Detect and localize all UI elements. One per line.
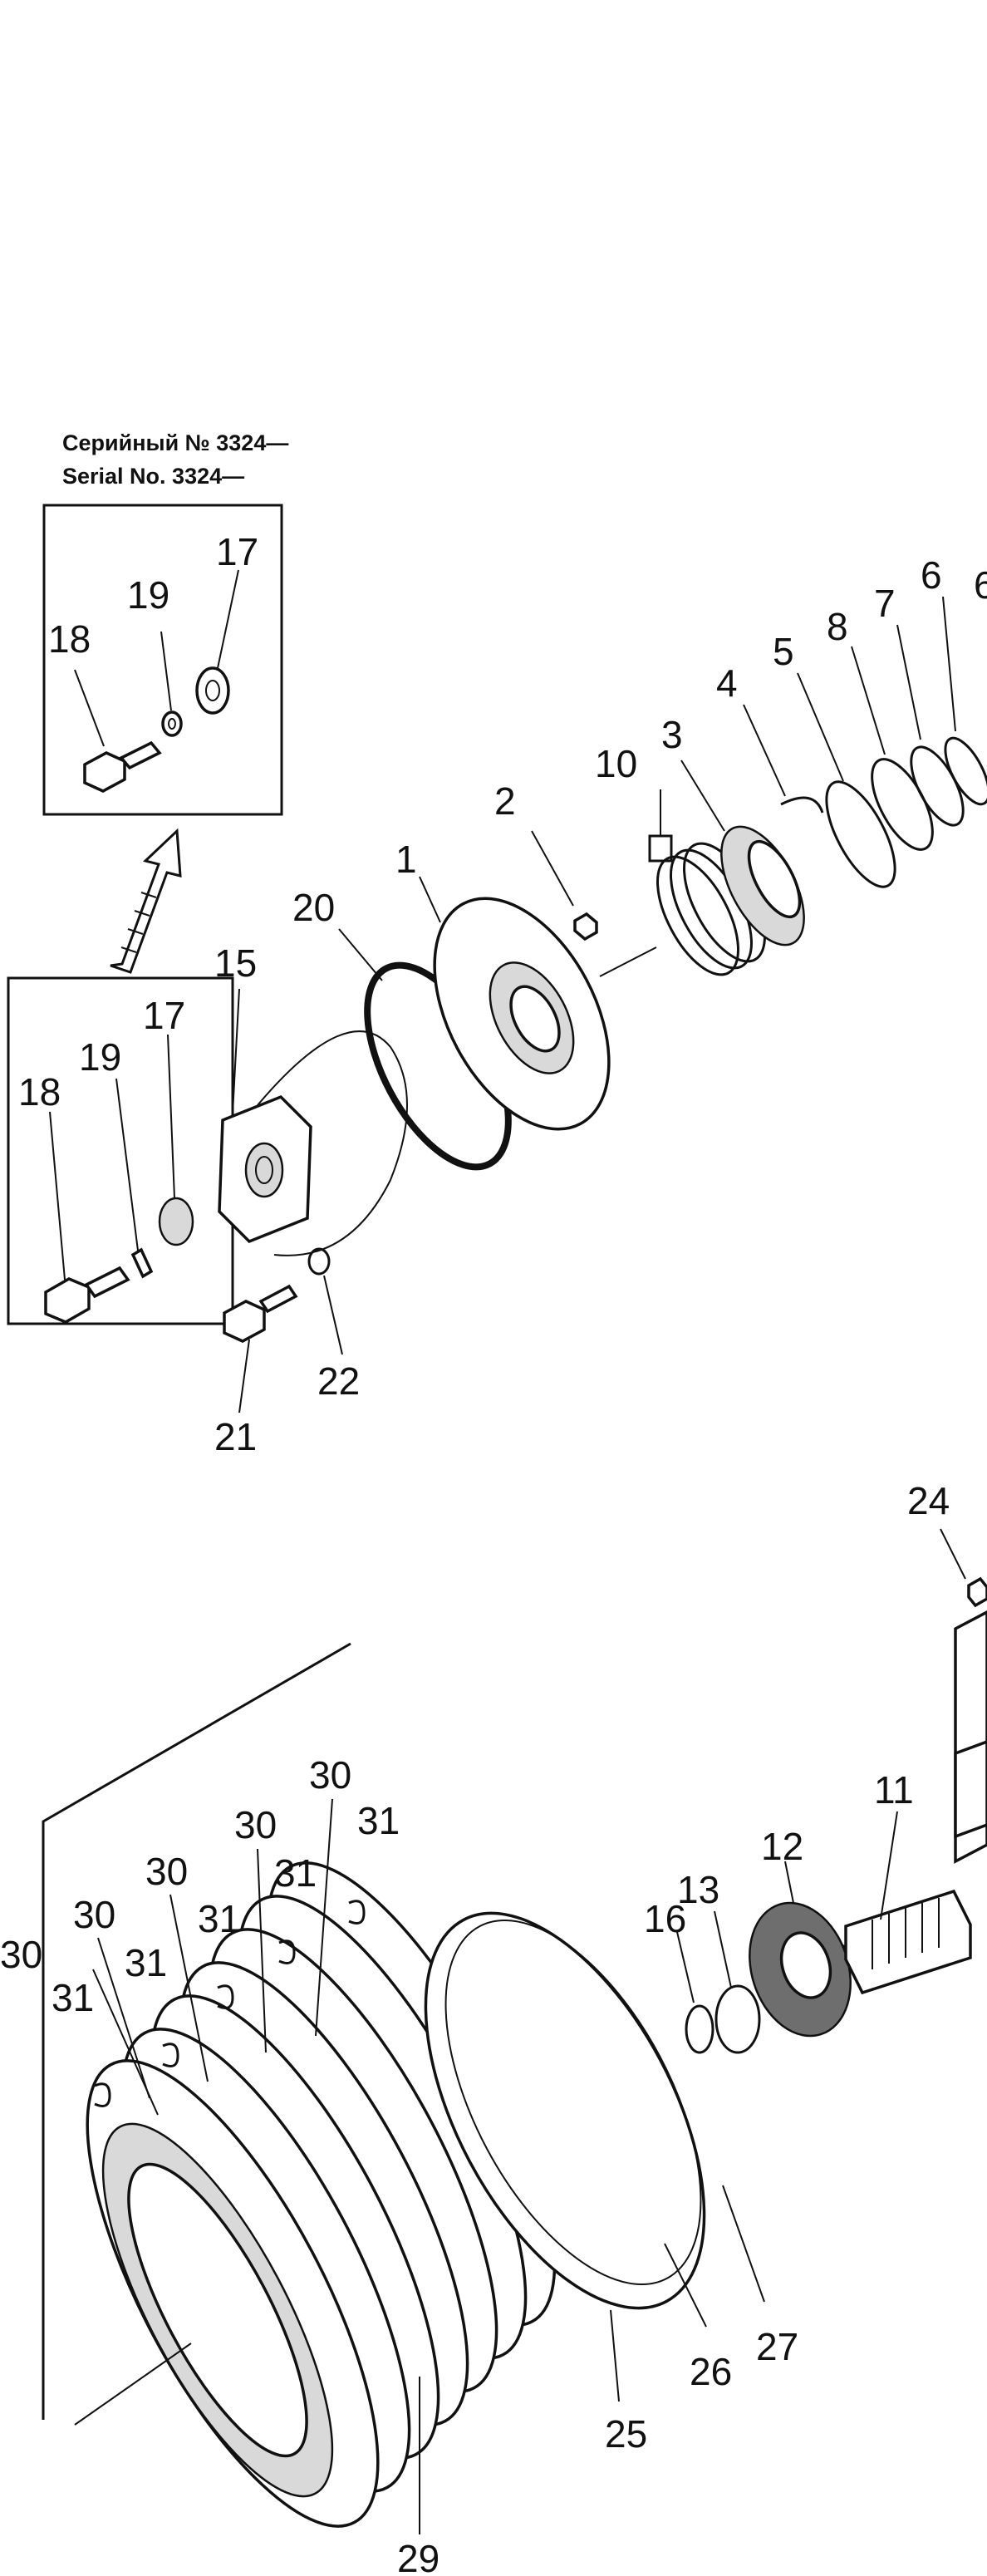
retainer-ring xyxy=(825,780,896,888)
callout-29: 29 xyxy=(397,2537,439,2576)
callout-lower-18: 18 xyxy=(18,1070,61,1113)
callout-12: 12 xyxy=(761,1825,803,1868)
callout-2: 2 xyxy=(494,779,516,823)
variant-arrow xyxy=(110,828,182,974)
lower-box-lock-washer xyxy=(130,1247,154,1279)
callout-21: 21 xyxy=(214,1415,257,1458)
clutch-drum xyxy=(424,1911,706,2310)
callout-upper-17: 17 xyxy=(216,530,258,573)
spline-shaft xyxy=(844,1889,972,1995)
callout-10: 10 xyxy=(595,742,637,785)
callout-4: 4 xyxy=(716,661,738,705)
callout-15: 15 xyxy=(214,941,257,985)
backing-plane xyxy=(42,1642,351,2420)
callout-30-b: 30 xyxy=(234,1803,277,1846)
gasket xyxy=(257,1030,408,1256)
thrust-ring xyxy=(714,1984,761,2054)
callout-lower-19: 19 xyxy=(79,1035,121,1079)
callout-11: 11 xyxy=(874,1768,914,1812)
callout-27: 27 xyxy=(756,2325,798,2368)
callout-31-a: 31 xyxy=(357,1799,400,1842)
callout-31-b: 31 xyxy=(274,1851,317,1895)
callout-lower-17: 17 xyxy=(143,994,185,1037)
callout-26: 26 xyxy=(690,2350,732,2393)
spring-seat-ring xyxy=(871,758,934,851)
lower-box-plate xyxy=(158,1197,194,1246)
callout-22: 22 xyxy=(317,1359,360,1403)
lower-box-bolt xyxy=(44,1266,130,1324)
bearing-snap-ring xyxy=(685,2004,714,2054)
callout-7: 6 xyxy=(921,553,942,597)
serial-note-russian: Серийный № 3324— xyxy=(62,430,288,455)
upper-box-bolt xyxy=(83,740,162,793)
callout-13: 13 xyxy=(677,1868,719,1911)
callout-31-e: 31 xyxy=(52,1976,94,2019)
seal-ring xyxy=(910,745,965,827)
callout-5: 5 xyxy=(773,630,794,673)
callout-1: 1 xyxy=(395,838,417,881)
callout-30-a: 30 xyxy=(309,1753,351,1797)
callout-16: 16 xyxy=(644,1897,686,1940)
callout-24: 24 xyxy=(907,1479,950,1522)
mounting-bolt xyxy=(223,1284,298,1343)
piston xyxy=(720,825,805,946)
callout-30-c: 30 xyxy=(145,1850,188,1893)
callout-9: 8 xyxy=(827,605,848,648)
drive-gear xyxy=(749,1901,852,2038)
serial-note-english: Serial No. 3324— xyxy=(62,464,244,489)
plug xyxy=(573,912,598,941)
cover-plate xyxy=(433,897,611,1131)
callout-upper-19: 19 xyxy=(127,573,169,617)
callout-30-e: 30 xyxy=(0,1933,42,1976)
callout-25: 25 xyxy=(605,2412,647,2456)
callout-31-c: 31 xyxy=(198,1897,240,1940)
upper-variant-box xyxy=(42,504,283,816)
callout-20: 20 xyxy=(292,886,335,929)
callout-upper-18: 18 xyxy=(48,617,91,661)
housing-plug xyxy=(967,1576,987,1608)
callout-6: 6 xyxy=(974,563,987,607)
back-ring xyxy=(944,736,987,806)
callout-31-d: 31 xyxy=(125,1941,167,1984)
snap-ring xyxy=(780,796,824,814)
callout-3: 3 xyxy=(661,713,683,756)
flange-housing xyxy=(218,1094,312,1244)
upper-box-lock-washer xyxy=(161,710,183,737)
clutch-disc-stack xyxy=(86,1861,557,2528)
callout-30-d: 30 xyxy=(73,1893,115,1936)
callout-8: 7 xyxy=(874,582,896,625)
washer xyxy=(307,1247,331,1276)
upper-box-plate xyxy=(195,666,230,715)
